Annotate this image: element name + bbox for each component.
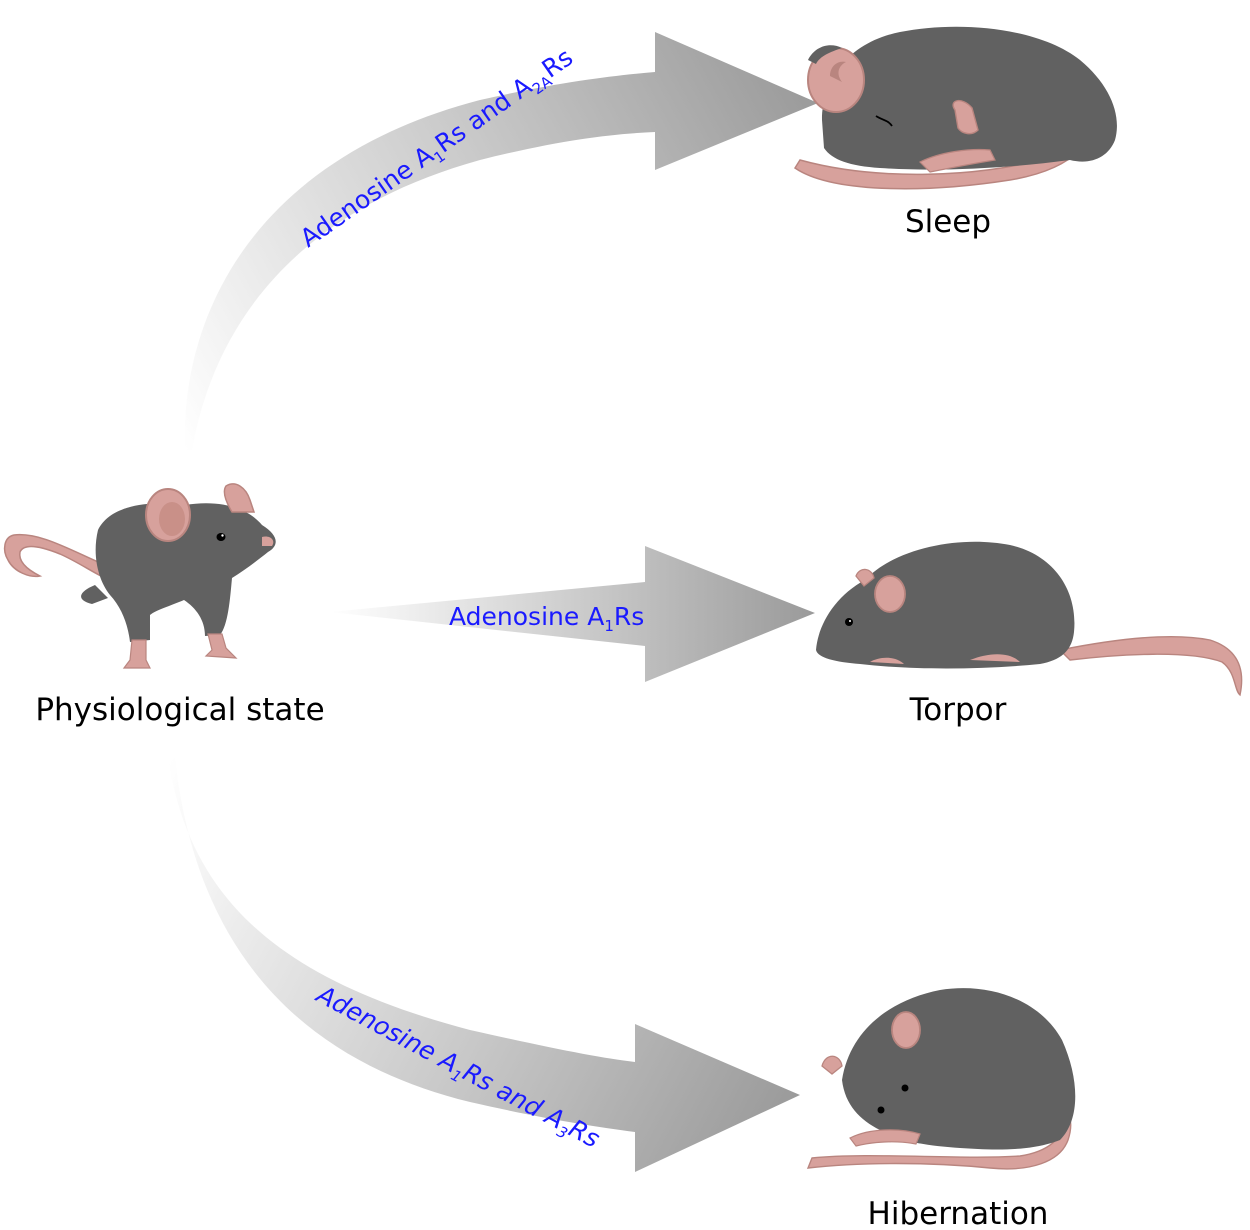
arrow-to-hibernation [168, 758, 800, 1172]
hibernation-label: Hibernation [868, 1196, 1049, 1230]
mouse-hibernating-icon [806, 988, 1076, 1170]
torpor-label: Torpor [909, 692, 1007, 728]
mouse-standing-icon [3, 483, 276, 669]
sleep-arrow-label: Adenosine A1Rs and A2ARs [295, 42, 581, 256]
arrow-to-sleep [184, 32, 819, 450]
torpor-arrow-label: Adenosine A1Rs [449, 602, 644, 635]
mouse-sleeping-icon [793, 26, 1117, 190]
sleep-label: Sleep [905, 204, 991, 240]
arrow-to-torpor [330, 546, 815, 682]
mouse-torpor-icon [816, 541, 1243, 697]
physiological-state-label: Physiological state [35, 692, 324, 728]
